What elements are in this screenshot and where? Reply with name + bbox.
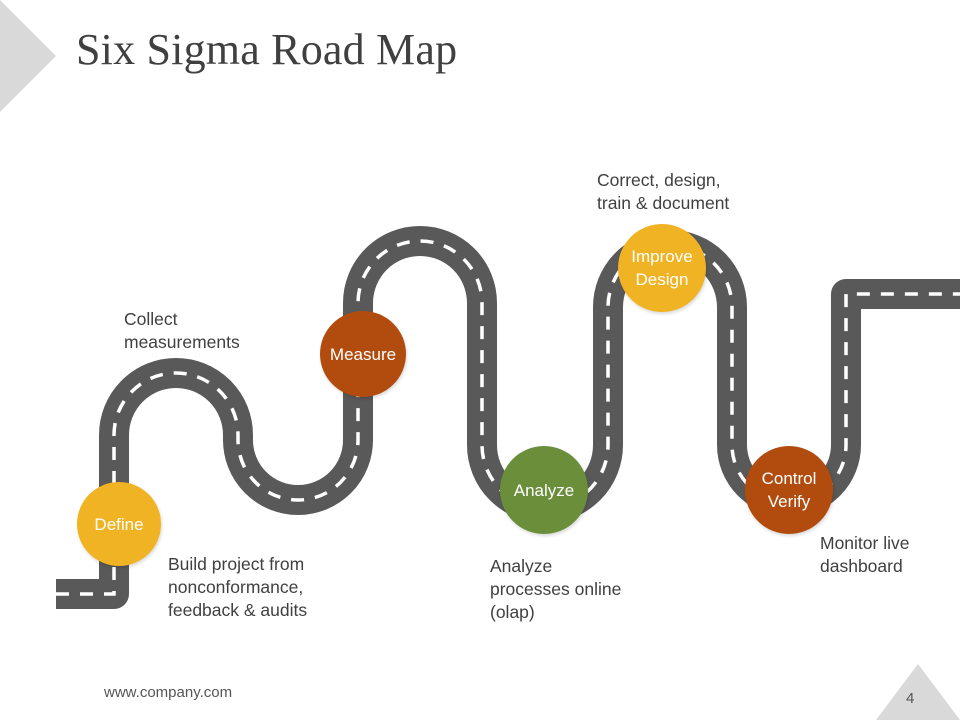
note-improve: Correct, design, train & document [597, 170, 730, 213]
milestone-improve: Improve Design [618, 224, 706, 312]
road-center-dashes [56, 239, 960, 596]
bottom-right-corner-triangle [876, 664, 960, 720]
milestone-analyze: Analyze [500, 446, 588, 534]
note-define: Build project from nonconformance, feedb… [168, 554, 308, 620]
milestone-define-label: Define [94, 514, 144, 534]
milestone-control: Control Verify [745, 446, 833, 534]
slide-title: Six Sigma Road Map [76, 25, 458, 74]
note-measure: Collect measurements [124, 309, 240, 352]
footer-url: www.company.com [104, 684, 233, 701]
page-number: 4 [906, 690, 915, 707]
milestone-analyze-label: Analyze [513, 480, 575, 500]
milestone-control-label: Control Verify [761, 469, 817, 511]
milestone-define: Define [77, 482, 161, 566]
milestone-measure-label: Measure [329, 344, 397, 364]
note-analyze: Analyze processes online (olap) [490, 556, 622, 622]
milestone-measure: Measure [320, 311, 406, 397]
milestone-improve-label: Improve Design [631, 247, 693, 289]
top-left-corner-triangle [0, 0, 56, 112]
note-control: Monitor live dashboard [820, 533, 910, 576]
